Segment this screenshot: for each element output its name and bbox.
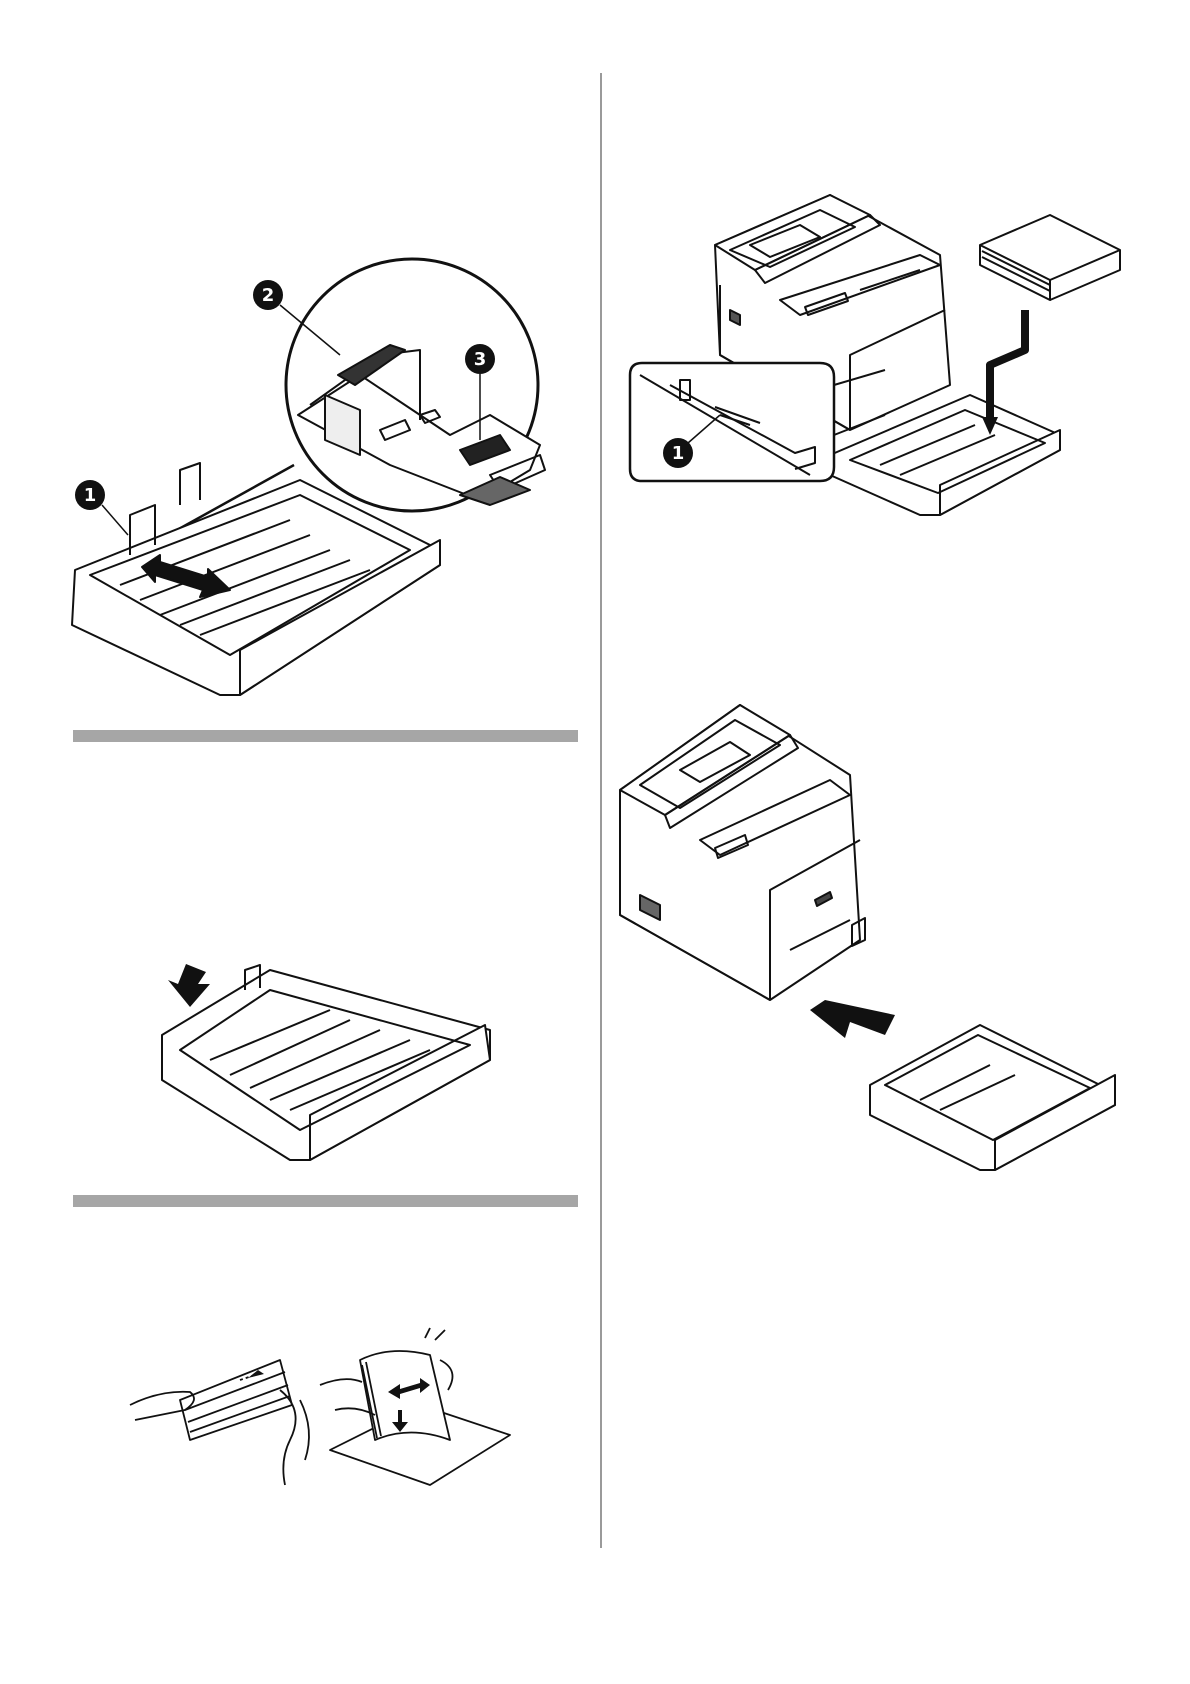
- printer-insert-tray-illustration: [620, 700, 1120, 1160]
- printer-load-paper-illustration: 1: [620, 185, 1120, 530]
- section-bar-1: [73, 730, 578, 742]
- svg-text:1: 1: [84, 485, 97, 506]
- tray-extend-illustration: [150, 960, 500, 1170]
- callout-1: 1: [75, 480, 128, 535]
- svg-text:3: 3: [474, 349, 487, 370]
- tray-guides-illustration: 1 2 3: [60, 255, 560, 715]
- column-divider: [600, 73, 602, 1548]
- section-bar-2: [73, 1195, 578, 1207]
- svg-text:1: 1: [672, 443, 685, 464]
- svg-text:2: 2: [262, 285, 275, 306]
- fan-paper-illustration: [130, 1330, 510, 1490]
